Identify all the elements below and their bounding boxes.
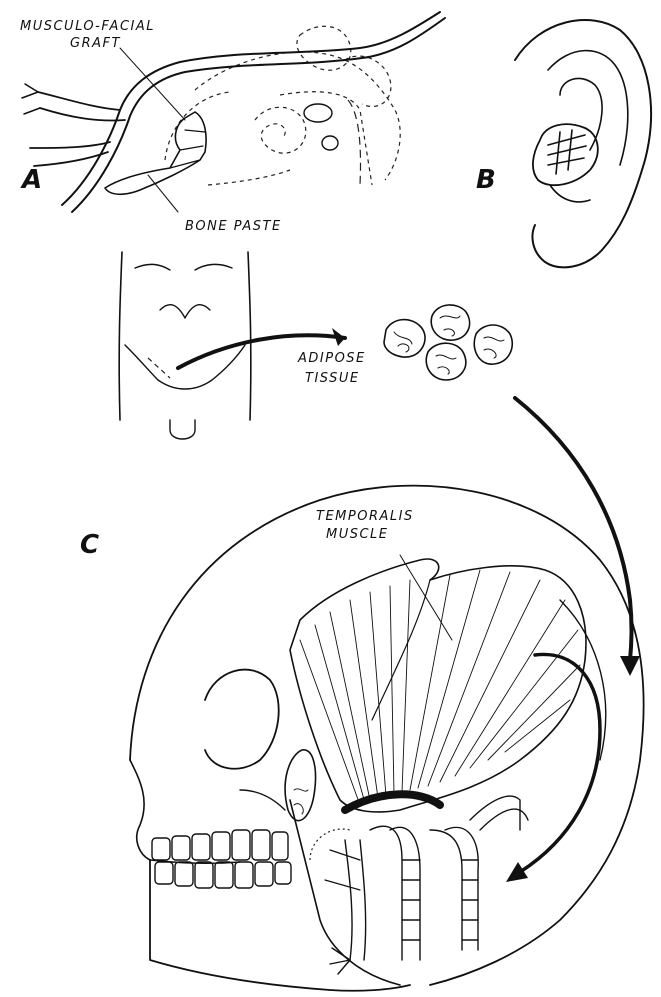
- panel-b-letter: B: [476, 165, 496, 195]
- temporalis-label-line1: TEMPORALIS: [316, 509, 414, 524]
- panel-c-letter: C: [80, 530, 99, 560]
- skull-drawing: [130, 486, 644, 991]
- temporalis-muscle: [290, 555, 586, 812]
- adipose-tissue-pieces: [384, 305, 512, 380]
- bone-paste-label: BONE PASTE: [185, 219, 282, 234]
- adipose-label-line2: TISSUE: [305, 371, 360, 386]
- panel-a-letter: A: [20, 165, 42, 195]
- vessels-and-nerve: [310, 794, 528, 974]
- upper-teeth: [152, 830, 288, 860]
- adipose-label-line1: ADIPOSE: [297, 351, 366, 366]
- musculo-facial-graft-label-line2: GRAFT: [70, 36, 121, 51]
- panel-b-ear: [515, 20, 651, 267]
- musculo-facial-graft-label-line1: MUSCULO-FACIAL: [20, 19, 155, 34]
- temporalis-label-line2: MUSCLE: [326, 527, 389, 542]
- abdomen-donor-site: [119, 252, 345, 439]
- lower-teeth: [155, 862, 291, 888]
